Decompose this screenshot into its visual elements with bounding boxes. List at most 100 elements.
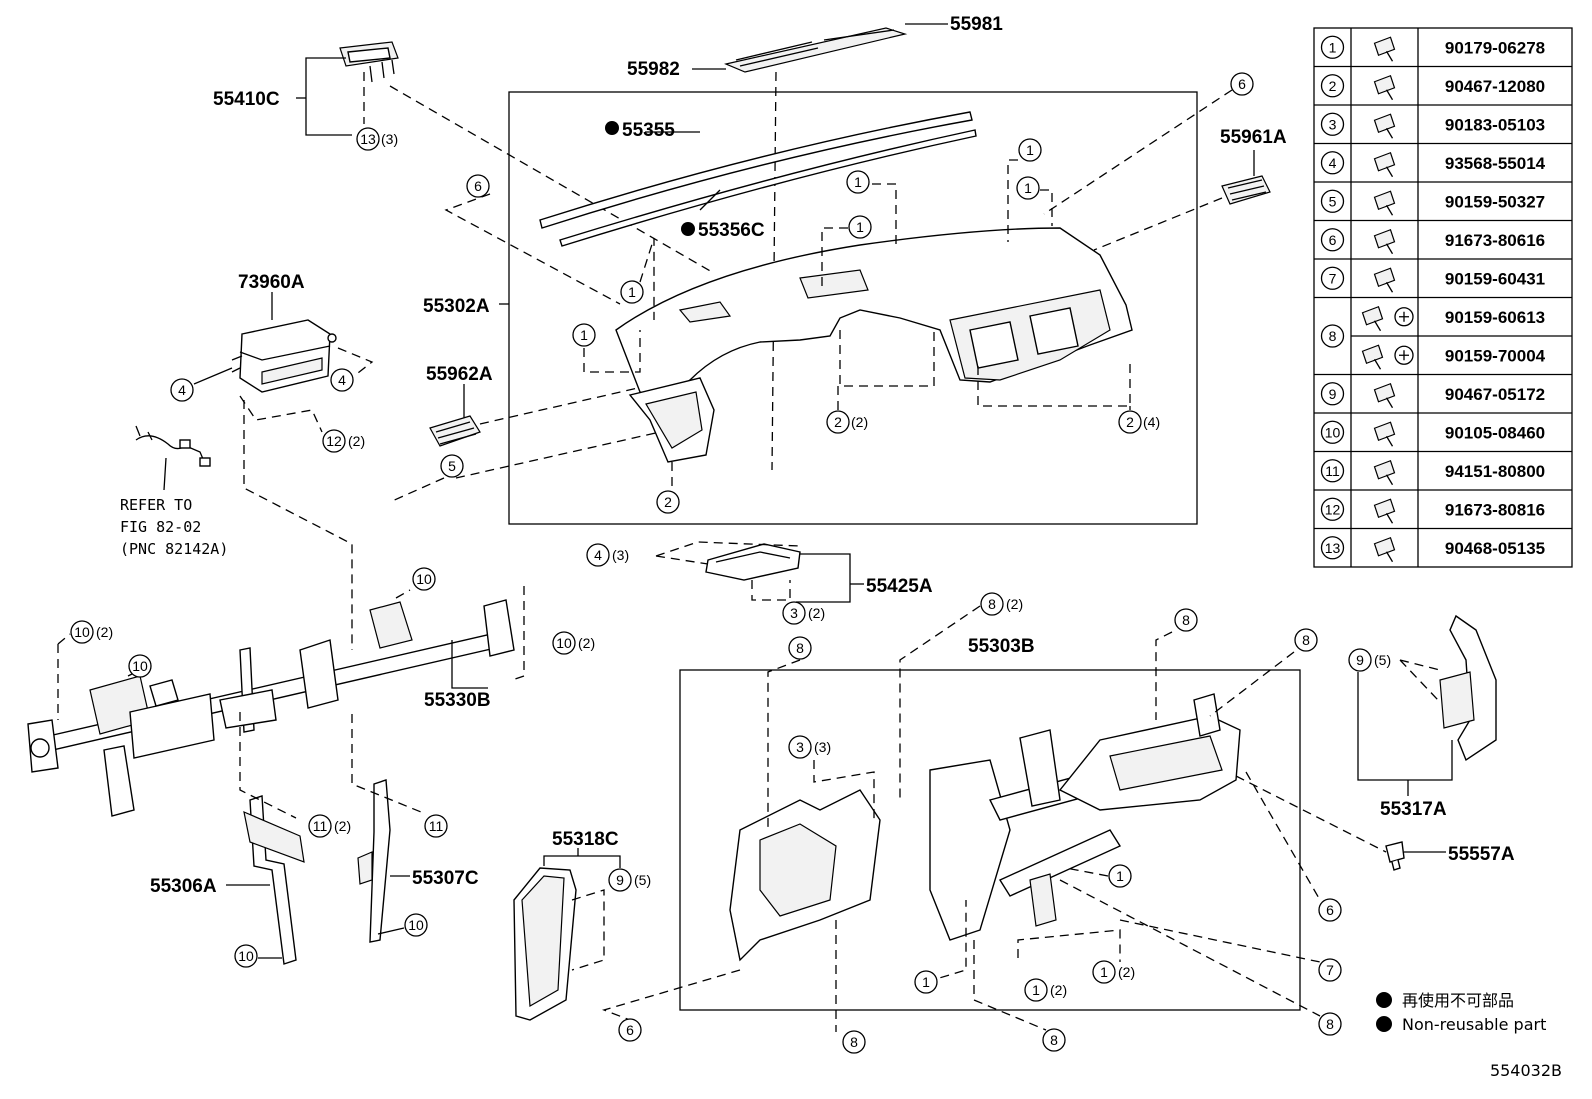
table-number-circle-icon [1320,74,1345,98]
fastener-icon [1373,267,1396,293]
table-number-circle-icon [1320,35,1345,59]
callout-1: 1 [854,174,862,190]
table-part-number: 90183-05103 [1445,115,1545,134]
table-row-number: 10 [1325,424,1341,440]
callout-11: 11 [313,818,328,834]
callout-1: 1 [1026,142,1034,158]
callout-8: 8 [1326,1016,1334,1032]
callout-1: 1 [1100,964,1108,980]
qty-label: (5) [1374,652,1391,668]
table-number-circle-icon [1320,536,1345,560]
table-part-number: 90467-05172 [1445,385,1545,404]
qty-label: (2) [96,624,113,640]
qty-label: (2) [1006,596,1023,612]
callout-8: 8 [988,596,996,612]
callout-8: 8 [850,1034,858,1050]
airbag-module-73960a [231,319,337,393]
table-part-number: 90159-60613 [1445,308,1545,327]
brace-55307c [357,779,391,943]
table-row-number: 2 [1329,78,1337,94]
table-row-number: 3 [1329,116,1337,132]
table-number-circle-icon [1320,382,1345,406]
part-number-55356c: 55356C [698,220,765,241]
table-part-number: 90468-05135 [1445,539,1545,558]
refer-line-3: (PNC 82142A) [120,540,228,558]
part-number-55306a: 55306A [150,876,217,897]
table-row-number: 12 [1325,501,1341,517]
table-row-number: 11 [1325,463,1340,479]
callout-10: 10 [556,635,572,651]
table-part-number: 91673-80616 [1445,231,1545,250]
callout-2: 2 [664,494,672,510]
non-reusable-marker-icon [1376,992,1392,1008]
qty-label: (3) [814,739,831,755]
callout-1: 1 [922,974,930,990]
table-number-circle-icon [1320,228,1345,252]
callout-6: 6 [1326,902,1334,918]
callout-2: 2 [1126,414,1134,430]
table-row-number: 8 [1329,328,1337,344]
callout-10: 10 [74,624,90,640]
wire-harness-reference [135,425,211,491]
qty-label: (2) [578,635,595,651]
callout-10: 10 [132,658,148,674]
fastener-icon [1361,344,1384,370]
fastener-icon [1373,498,1396,524]
table-row-number: 7 [1329,270,1337,286]
callout-3: 3 [790,605,798,621]
callout-1: 1 [580,327,588,343]
air-register-55962a [429,415,481,447]
part-number-55981: 55981 [950,14,1003,35]
fastener-icon [1361,305,1384,332]
table-number-circle-icon [1320,266,1345,290]
qty-label: (3) [381,131,398,147]
callout-8: 8 [796,640,804,656]
part-number-55961a: 55961A [1220,127,1287,148]
callout-group: 1 1 1 1 1 1 2 (2) 2 (4) 2 [572,138,1160,514]
callout-5: 5 [448,458,456,474]
legend: 再使用不可部品 Non-reusable part [1376,991,1546,1034]
callout-8: 8 [1050,1032,1058,1048]
callout-6: 6 [474,178,482,194]
callout-4: 4 [594,547,602,563]
non-reusable-marker-icon [1376,1016,1392,1032]
part-number-55317a: 55317A [1380,799,1447,820]
clip-part-55410c [339,41,399,83]
table-number-circle-icon [1320,459,1345,483]
callout-1: 1 [1024,180,1032,196]
table-number-circle-icon [1320,189,1345,213]
callout-8: 8 [1182,612,1190,628]
instrument-panel-part [615,227,1133,463]
part-number-55307c: 55307C [412,868,479,889]
part-number-55425a: 55425A [866,576,933,597]
bolt-55557a [1385,841,1405,871]
callout-10: 10 [416,571,432,587]
callout-12: 12 [326,433,342,449]
table-number-circle-icon [1320,112,1345,136]
callout-3: 3 [796,739,804,755]
callout-1: 1 [856,219,864,235]
instrument-panel-box [508,91,1198,525]
callout-8: 8 [1302,632,1310,648]
air-register-55961a [1221,175,1271,205]
callout-11: 11 [429,818,444,834]
reinforcement-beam-55330b [27,599,515,817]
fastener-icon [1373,459,1396,486]
qty-label: (2) [348,433,365,449]
figure-number: 554032B [1490,1061,1562,1080]
part-number-55962a: 55962A [426,364,493,385]
table-part-number: 90159-70004 [1445,346,1546,365]
table-number-circle-icon [1320,324,1345,348]
table-part-number: 91673-80816 [1445,500,1545,519]
fastener-icon [1373,113,1396,139]
table-number-circle-icon [1320,420,1345,444]
refer-line-2: FIG 82-02 [120,518,201,536]
table-part-number: 90159-60431 [1445,269,1545,288]
qty-label: (2) [1118,964,1135,980]
callout-1: 1 [628,284,636,300]
legend-english: Non-reusable part [1402,1015,1546,1034]
table-number-circle-icon [1320,151,1345,175]
defroster-nozzle-part [724,27,908,73]
